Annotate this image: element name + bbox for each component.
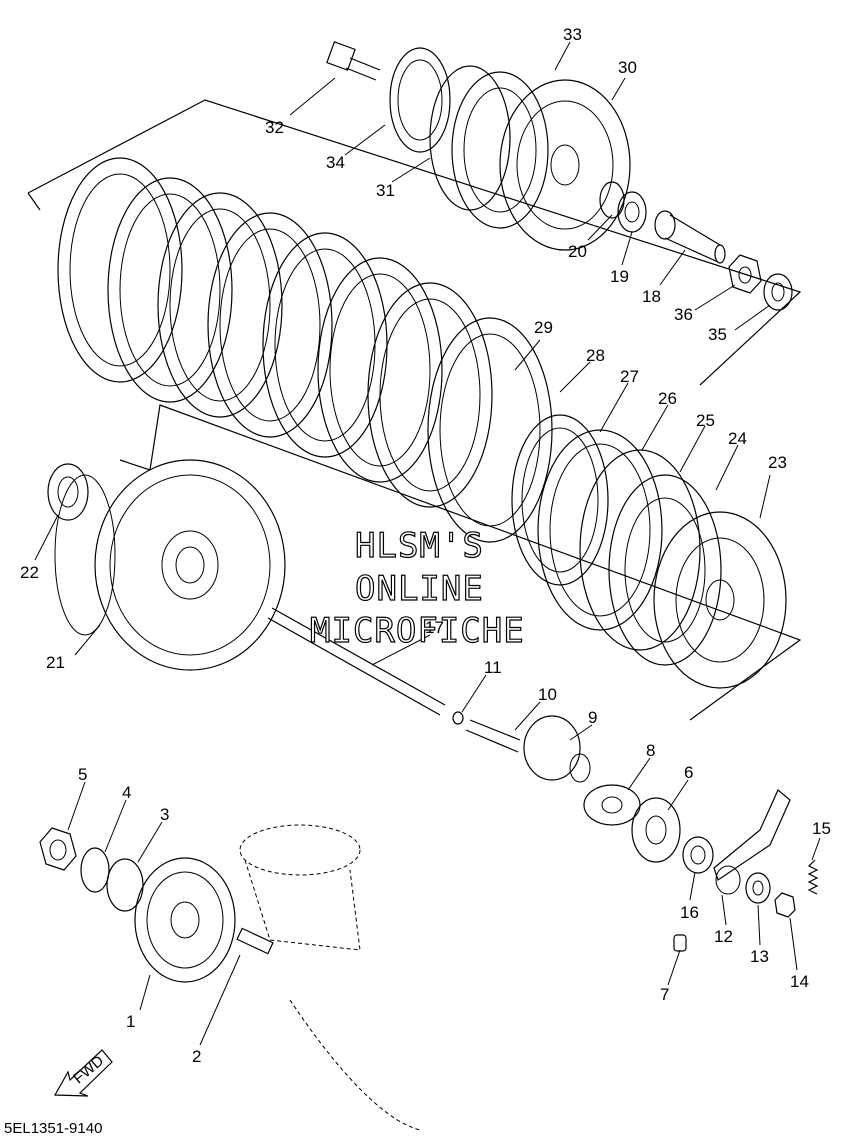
- callout-22: 22: [20, 563, 39, 582]
- callout-4: 4: [122, 783, 131, 802]
- callout-16: 16: [680, 903, 699, 922]
- callout-25: 25: [696, 411, 715, 430]
- callout-7: 7: [660, 985, 669, 1004]
- callout-27: 27: [620, 367, 639, 386]
- callout-6: 6: [684, 763, 693, 782]
- callout-33: 33: [563, 25, 582, 44]
- drawing-code: 5EL1351-9140: [4, 1120, 102, 1137]
- callout-14: 14: [790, 972, 809, 991]
- plate: [367, 282, 493, 508]
- callout-21: 21: [46, 653, 65, 672]
- washer-20: [599, 181, 625, 219]
- callout-29: 29: [534, 318, 553, 337]
- pressure-plate-24: [608, 474, 722, 666]
- callout-11: 11: [484, 658, 502, 677]
- callout-9: 9: [588, 708, 597, 727]
- watermark: HLSM'S ONLINE MICROFICHE: [309, 525, 525, 651]
- washer-13: [745, 872, 771, 904]
- clutch-plates: [57, 157, 787, 689]
- thrust-washer-22: [47, 463, 89, 521]
- callout-12: 12: [714, 927, 733, 946]
- crankshaft-outline: [239, 824, 421, 1131]
- callout-32: 32: [265, 118, 284, 137]
- push-rod-10: [465, 719, 521, 753]
- ball-11: [452, 711, 464, 725]
- push-lever-9: [523, 715, 591, 783]
- plate-8: [583, 784, 641, 826]
- watermark-line-2: ONLINE: [355, 569, 484, 609]
- spring-15: [807, 859, 819, 895]
- plate-27: [511, 414, 609, 586]
- callout-10: 10: [538, 685, 557, 704]
- callout-20: 20: [568, 242, 587, 261]
- oil-seal-6: [631, 797, 681, 863]
- callout-34: 34: [326, 153, 345, 172]
- callout-26: 26: [658, 389, 677, 408]
- plate-26: [537, 429, 663, 631]
- callout-13: 13: [750, 947, 769, 966]
- watermark-line-3: MICROFICHE: [310, 611, 525, 651]
- fwd-label: FWD: [70, 1052, 107, 1087]
- plate: [57, 157, 183, 383]
- plate: [207, 212, 333, 438]
- watermark-line-1: HLSM'S: [355, 526, 484, 566]
- bearing-16: [682, 836, 714, 874]
- bolt-32: [326, 41, 381, 81]
- clutch-boss-23: [653, 511, 787, 689]
- callout-5: 5: [78, 765, 87, 784]
- bearing-19: [617, 191, 647, 233]
- primary-drive-gear-1: [134, 857, 236, 983]
- key-2: [236, 927, 274, 955]
- callout-17: 17: [425, 618, 444, 637]
- plate: [107, 177, 233, 403]
- callout-8: 8: [646, 741, 655, 760]
- callout-1: 1: [126, 1012, 135, 1031]
- dowel-pin-7: [673, 934, 687, 952]
- nut-14: [774, 892, 796, 918]
- push-rod-17: [267, 607, 446, 716]
- callout-35: 35: [708, 325, 727, 344]
- callout-18: 18: [642, 287, 661, 306]
- lever-12: [713, 789, 791, 895]
- clutch-housing-21: [54, 459, 286, 671]
- nut-36: [728, 254, 762, 294]
- push-rod-18: [654, 210, 726, 264]
- plate-25: [579, 449, 701, 651]
- callout-24: 24: [728, 429, 747, 448]
- callout-23: 23: [768, 453, 787, 472]
- plate-31: [429, 65, 511, 211]
- plate: [157, 192, 283, 418]
- callout-2: 2: [192, 1047, 201, 1066]
- callout-31: 31: [376, 181, 395, 200]
- callout-15: 15: [812, 819, 831, 838]
- callout-19: 19: [610, 267, 629, 286]
- leader-lines: [34, 41, 821, 1046]
- plate: [317, 257, 443, 483]
- callout-30: 30: [618, 58, 637, 77]
- plate-34: [389, 47, 451, 153]
- clutch-housing-30: [499, 79, 631, 251]
- nut-5: [39, 827, 77, 871]
- lock-washer-35: [763, 273, 793, 311]
- callout-labels: 1 2 3 4 5 6 7 8 9 10 11 12 13 14 15 16 1…: [20, 25, 831, 1066]
- washer-3: [106, 858, 144, 912]
- fwd-arrow-icon: FWD: [53, 1049, 113, 1097]
- callout-3: 3: [160, 805, 169, 824]
- lock-washer-4: [80, 847, 110, 893]
- plate-33: [451, 71, 549, 229]
- callout-36: 36: [674, 305, 693, 324]
- callout-28: 28: [586, 346, 605, 365]
